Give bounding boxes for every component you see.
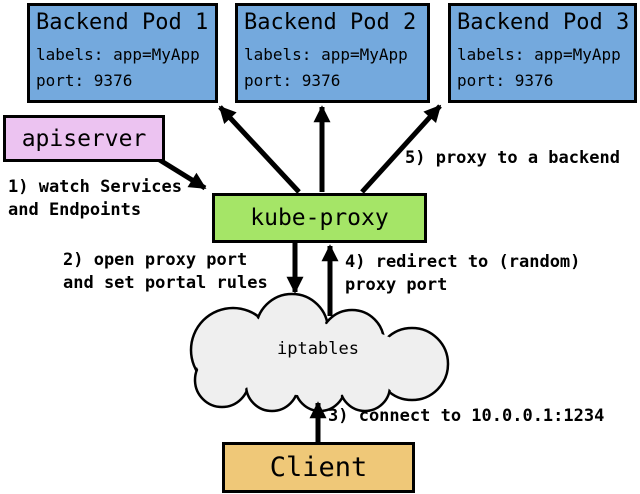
step-2-label: 2) open proxy port and set portal rules (63, 249, 268, 295)
step-line: and set portal rules (63, 273, 268, 293)
step-line: and Endpoints (8, 200, 142, 220)
arrow-kube-proxy-to-pod1 (218, 105, 301, 194)
kube-proxy-node: kube-proxy (212, 193, 427, 243)
apiserver-node: apiserver (3, 115, 165, 162)
pod-title: Backend Pod 3 (457, 10, 630, 35)
arrow-kube-proxy-to-pod3 (360, 104, 442, 194)
step-1-label: 1) watch Services and Endpoints (8, 176, 182, 222)
client-node: Client (222, 442, 415, 493)
pod-labels: labels: app=MyApp (244, 45, 408, 64)
pod-title: Backend Pod 1 (36, 10, 209, 35)
step-line: 4) redirect to (random) (345, 252, 581, 272)
backend-pod-3: Backend Pod 3 labels: app=MyApp port: 93… (448, 3, 637, 103)
step-line: 1) watch Services (8, 177, 182, 197)
pod-port: port: 9376 (244, 71, 341, 90)
pod-labels: labels: app=MyApp (36, 45, 200, 64)
pod-labels: labels: app=MyApp (457, 45, 621, 64)
pod-port: port: 9376 (36, 71, 133, 90)
step-line: 2) open proxy port (63, 250, 248, 270)
pod-port: port: 9376 (457, 71, 554, 90)
step-4-label: 4) redirect to (random) proxy port (345, 251, 580, 297)
step-line: proxy port (345, 275, 448, 295)
iptables-label: iptables (277, 339, 359, 359)
step-5-label: 5) proxy to a backend (405, 147, 620, 170)
pod-title: Backend Pod 2 (244, 10, 417, 35)
backend-pod-1: Backend Pod 1 labels: app=MyApp port: 93… (27, 3, 218, 103)
step-line: 5) proxy to a backend (405, 148, 620, 168)
iptables-cloud (189, 292, 450, 413)
step-line: 3) connect to 10.0.0.1:1234 (328, 406, 605, 426)
step-3-label: 3) connect to 10.0.0.1:1234 (328, 405, 604, 428)
backend-pod-2: Backend Pod 2 labels: app=MyApp port: 93… (235, 3, 430, 103)
